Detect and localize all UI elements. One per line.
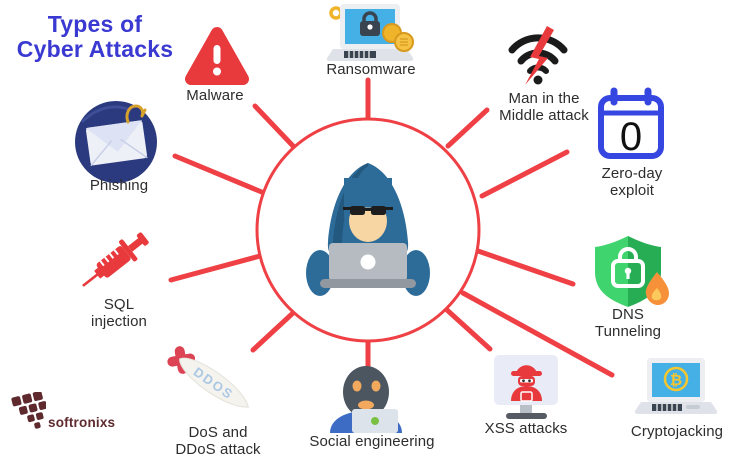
bitcoin-symbol: ₿	[670, 371, 682, 389]
label-ddos: DoS and DDoS attack	[175, 424, 261, 458]
label-dns: DNS Tunneling	[594, 306, 662, 340]
spoke-sql	[168, 253, 263, 283]
spoke-cryptojacking	[460, 290, 615, 378]
monitor-hacker-icon	[494, 355, 558, 419]
ddos-missile-icon: DDOS	[167, 346, 250, 408]
label-malware: Malware	[186, 87, 244, 104]
syringe-icon	[82, 232, 149, 287]
label-cryptojacking: Cryptojacking	[630, 423, 724, 440]
calendar-zero-icon: 0	[598, 87, 664, 159]
laptop-lock-coins-icon	[326, 4, 414, 61]
label-zeroday: Zero-day exploit	[601, 165, 663, 199]
label-social: Social engineering	[309, 433, 435, 450]
warning-triangle-icon	[185, 27, 249, 85]
page-title: Types of Cyber Attacks	[16, 11, 174, 63]
page-title-line1: Types of	[47, 11, 143, 37]
spoke-ddos	[250, 310, 296, 353]
envelope-hook-icon	[75, 101, 157, 183]
spoke-mitm	[445, 107, 490, 149]
hooded-hacker-laptop-icon	[306, 163, 430, 296]
label-phishing: Phishing	[89, 177, 149, 194]
brand-logo: softronixs	[8, 392, 115, 434]
spoke-malware	[252, 103, 297, 150]
brand-logo-text: softronixs	[48, 415, 116, 430]
page-title-line2: Cyber Attacks	[16, 36, 174, 63]
zero-day-number: 0	[620, 115, 642, 159]
label-ransomware: Ransomware	[326, 61, 416, 78]
spoke-xss	[444, 307, 493, 352]
label-mitm: Man in the Middle attack	[499, 90, 589, 124]
spoke-zeroday	[479, 149, 570, 199]
masked-person-laptop-icon	[330, 366, 402, 433]
label-sql: SQL injection	[91, 296, 147, 330]
wifi-lightning-icon	[508, 26, 568, 85]
laptop-bitcoin-icon: ₿	[634, 358, 718, 414]
brand-logo-mark	[11, 392, 46, 429]
label-xss: XSS attacks	[484, 420, 568, 437]
spokes	[168, 77, 615, 378]
shield-lock-flame-icon	[595, 236, 669, 307]
spoke-dns	[475, 248, 576, 287]
spoke-phishing	[172, 153, 267, 196]
